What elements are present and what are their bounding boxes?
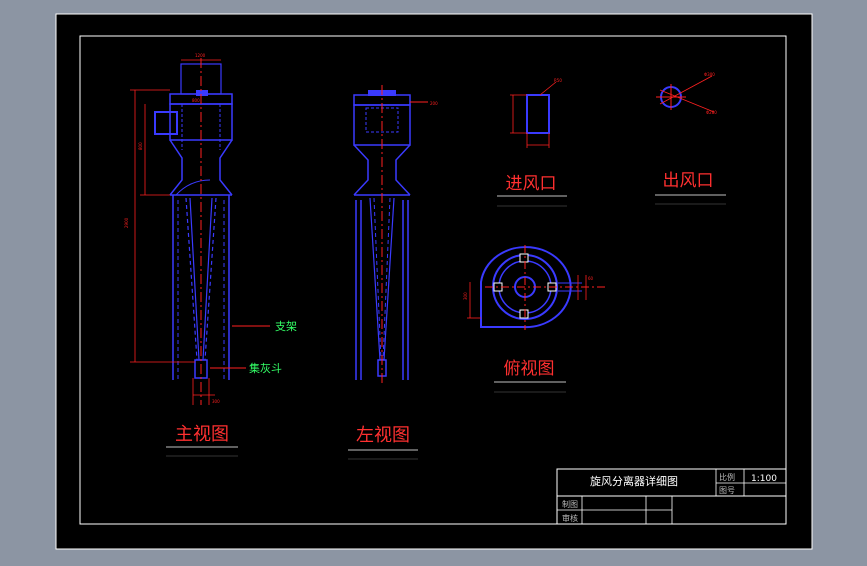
drawing-sheet (55, 13, 813, 550)
scale-label: 比例 (719, 472, 735, 482)
svg-text:Φ280: Φ280 (706, 110, 717, 115)
top-view: 300 60 (463, 245, 608, 330)
scale-value: 1:100 (751, 474, 777, 484)
drawing-no-label: 图号 (719, 486, 735, 495)
svg-text:300: 300 (463, 292, 468, 300)
title-left-view: 左视图 (356, 425, 410, 446)
reviewer-label: 审核 (562, 513, 578, 523)
drawing-name: 旋风分离器详细图 (590, 474, 678, 488)
view-titles: 主视图 左视图 进风口 出风口 俯视图 (166, 171, 726, 460)
svg-text:R50: R50 (554, 78, 562, 83)
svg-text:1200: 1200 (195, 53, 206, 58)
callout-support: 支架 (275, 320, 297, 333)
callout-ash-hopper: 集灰斗 (249, 361, 282, 375)
title-outlet: 出风口 (663, 171, 714, 191)
svg-text:2900: 2900 (124, 217, 129, 228)
outlet-view: Φ300 Φ280 (656, 72, 717, 115)
svg-text:300: 300 (212, 399, 220, 404)
title-top-view: 俯视图 (504, 359, 555, 379)
title-inlet: 进风口 (506, 174, 557, 194)
drawing-border (79, 35, 787, 525)
left-view: 200 (353, 85, 438, 385)
main-view: 1200 800 2900 800 300 (124, 53, 270, 405)
drafter-label: 制图 (562, 499, 578, 509)
svg-text:60: 60 (588, 276, 594, 281)
svg-text:800: 800 (192, 98, 200, 103)
inlet-view: R50 (510, 78, 562, 148)
title-main-view: 主视图 (175, 424, 229, 445)
svg-text:Φ300: Φ300 (704, 72, 715, 77)
title-block: 旋风分离器详细图 比例 图号 1:100 制图 审核 (556, 468, 787, 525)
svg-text:800: 800 (138, 142, 143, 150)
svg-text:200: 200 (430, 101, 438, 106)
